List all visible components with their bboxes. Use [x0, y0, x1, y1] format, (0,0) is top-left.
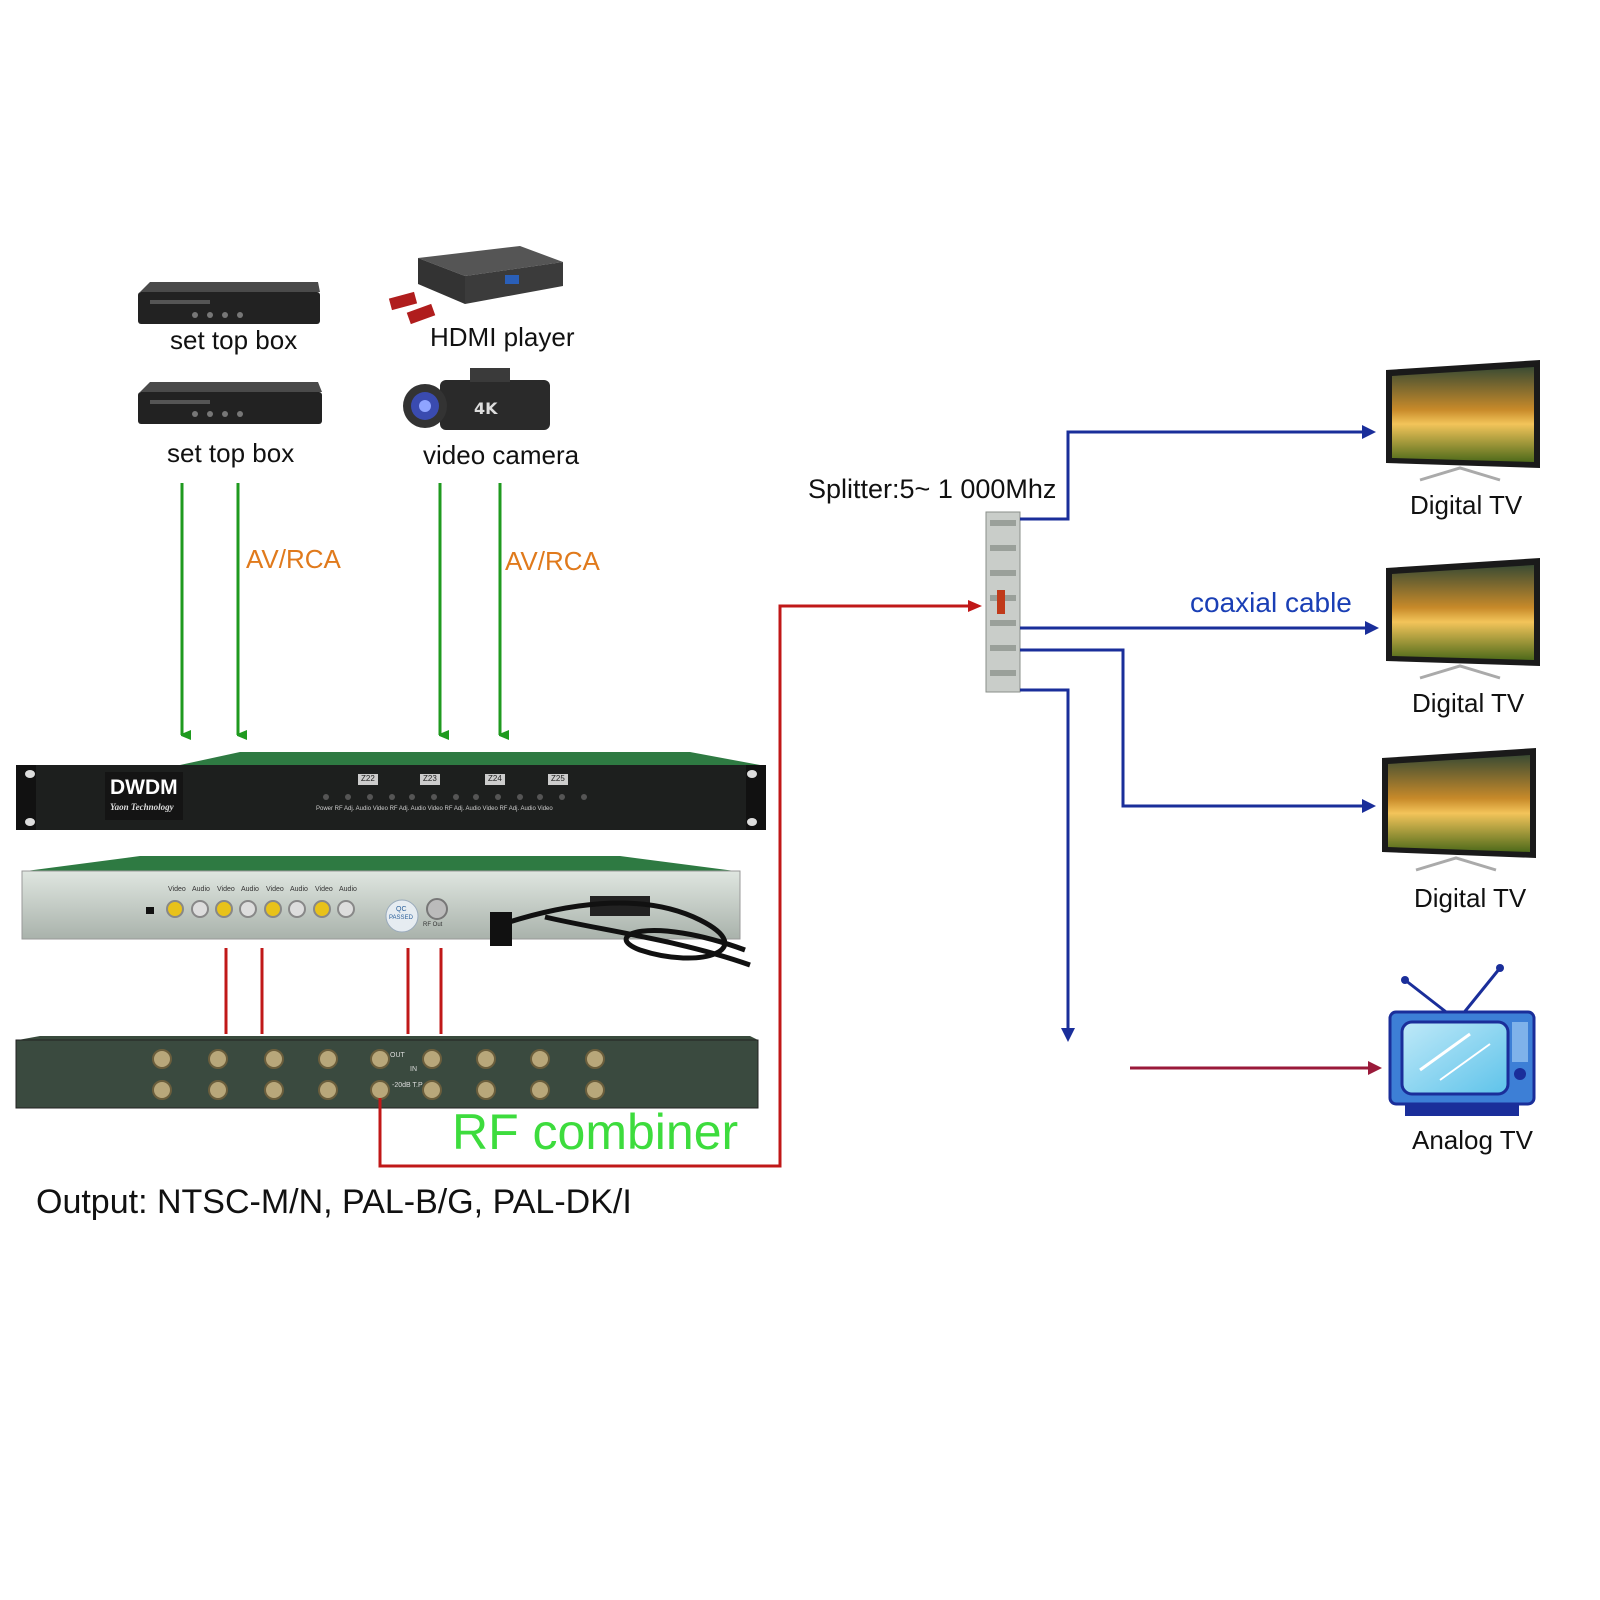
set-top-box-2-icon: [138, 382, 322, 424]
digital-tv-1-label: Digital TV: [1410, 490, 1523, 520]
rear-label-3: Video: [217, 886, 235, 893]
digital-tv-3-label: Digital TV: [1414, 883, 1527, 913]
splitter-device: [985, 511, 1021, 693]
set-top-box-1-label: set top box: [170, 325, 298, 355]
video-camera-label: video camera: [423, 440, 580, 470]
combiner-tp-label: -20dB T.P: [392, 1082, 423, 1089]
channel-z22: Z22: [361, 774, 375, 783]
hdmi-player-label: HDMI player: [430, 322, 575, 352]
rf-feed-lines: [224, 948, 443, 1034]
output-standards-note: Output: NTSC-M/N, PAL-B/G, PAL-DK/I: [36, 1183, 632, 1221]
rf-combiner-label: RF combiner: [452, 1104, 739, 1160]
rf-out-label: RF Out: [423, 922, 443, 928]
rear-label-4: Audio: [241, 886, 259, 893]
hdmi-player-icon: [388, 246, 563, 325]
rear-label-7: Video: [315, 886, 333, 893]
rf-output-line: [378, 600, 982, 1168]
coax-distribution-lines: [1020, 430, 1368, 1030]
set-top-box-1-icon: [138, 282, 320, 324]
modulator-brand: DWDM: [110, 776, 178, 799]
rear-label-8: Audio: [339, 886, 357, 893]
digital-tv-2-icon: [1386, 558, 1540, 680]
av-input-arrows: [180, 483, 500, 735]
coax-arrowheads: [1061, 425, 1379, 1042]
rf-combiner-panel: [15, 1036, 759, 1109]
svg-text:4K: 4K: [474, 399, 498, 418]
coaxial-cable-label: coaxial cable: [1190, 587, 1352, 618]
analog-tv-label: Analog TV: [1412, 1125, 1533, 1155]
modulator-maker: Yaon Technology: [110, 802, 174, 812]
channel-z23: Z23: [423, 774, 437, 783]
analog-feed-line: [1130, 1061, 1382, 1075]
combiner-out-label: OUT: [390, 1052, 405, 1059]
av-rca-left-label: AV/RCA: [246, 544, 341, 574]
channel-z24: Z24: [488, 774, 502, 783]
qc-label: QC: [396, 906, 407, 913]
digital-tv-1-icon: [1386, 360, 1540, 482]
rear-label-5: Video: [266, 886, 284, 893]
front-panel-labels: Power RF Adj. Audio Video RF Adj. Audio …: [316, 806, 553, 812]
rear-label-1: Video: [168, 886, 186, 893]
analog-tv-icon: [1388, 964, 1536, 1116]
power-cord: [490, 900, 751, 968]
digital-tv-2-label: Digital TV: [1412, 688, 1525, 718]
rear-label-6: Audio: [290, 886, 308, 893]
modulator-rear-panel: [21, 856, 741, 940]
rear-label-2: Audio: [192, 886, 210, 893]
splitter-label: Splitter:5~ 1 000Mhz: [808, 474, 1057, 504]
combiner-in-label: IN: [410, 1066, 417, 1073]
modulator-front-panel: [16, 752, 766, 830]
av-rca-right-label: AV/RCA: [505, 546, 600, 576]
set-top-box-2-label: set top box: [167, 438, 295, 468]
video-camera-icon: 4K: [403, 368, 550, 430]
digital-tv-3-icon: [1382, 748, 1536, 872]
qc-passed-label: PASSED: [389, 915, 413, 921]
channel-z25: Z25: [551, 774, 565, 783]
